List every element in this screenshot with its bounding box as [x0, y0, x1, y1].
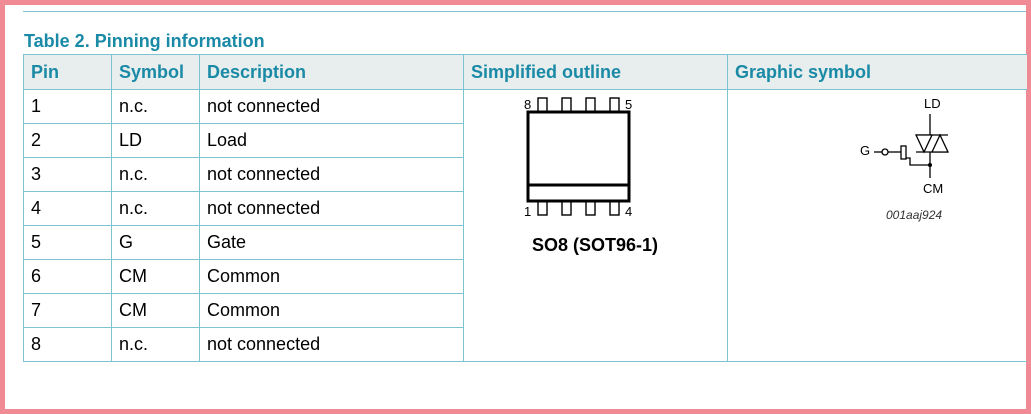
pinning-table: Pin Symbol Description Simplified outlin…: [23, 54, 1027, 362]
pin-cell: 4: [23, 191, 112, 226]
description-cell: not connected: [199, 191, 464, 226]
symbol-cell: n.c.: [111, 191, 200, 226]
description-cell: Common: [199, 259, 464, 294]
table-caption: Table 2. Pinning information: [24, 31, 265, 51]
symbol-cell: n.c.: [111, 327, 200, 362]
pin-label-5: 5: [625, 97, 632, 112]
symbol-cell: n.c.: [111, 157, 200, 192]
header-outline: Simplified outline: [463, 54, 728, 90]
description-cell: Load: [199, 123, 464, 158]
header-graphic: Graphic symbol: [727, 54, 1027, 90]
header-symbol: Symbol: [111, 54, 200, 90]
description-cell: Common: [199, 293, 464, 328]
top-rule: [23, 11, 1026, 12]
header-description: Description: [199, 54, 464, 90]
pin-label-8: 8: [524, 97, 531, 112]
pin-cell: 6: [23, 259, 112, 294]
pin-cell: 1: [23, 89, 112, 124]
symbol-cell: G: [111, 225, 200, 260]
symbol-cell: CM: [111, 293, 200, 328]
pin-label-1: 1: [524, 204, 531, 219]
symbol-cell: LD: [111, 123, 200, 158]
label-g: G: [860, 143, 870, 158]
table-row: 8 n.c. not connected: [23, 327, 1027, 362]
symbol-cell: n.c.: [111, 89, 200, 124]
pin-cell: 7: [23, 293, 112, 328]
pin-cell: 3: [23, 157, 112, 192]
table-row: 3 n.c. not connected: [23, 157, 1027, 192]
label-ld: LD: [924, 96, 941, 111]
header-row: Pin Symbol Description Simplified outlin…: [23, 54, 1027, 90]
table-row: 4 n.c. not connected: [23, 191, 1027, 226]
pin-cell: 8: [23, 327, 112, 362]
table-row: 6 CM Common: [23, 259, 1027, 294]
symbol-cell: CM: [111, 259, 200, 294]
outline-cell: 8 5 1 4 SO8 (SOT96-1): [463, 89, 728, 362]
package-name: SO8 (SOT96-1): [531, 235, 659, 255]
so8-outline-drawing: 8 5 1 4: [524, 97, 632, 219]
graphic-symbol-cell: LD G CM: [727, 89, 1027, 362]
pin-cell: 2: [23, 123, 112, 158]
pin-label-4: 4: [625, 204, 632, 219]
page: Table 2. Pinning information Pin Symbol …: [5, 5, 1027, 409]
figure-code: 001aaj924: [886, 208, 943, 222]
description-cell: not connected: [199, 157, 464, 192]
description-cell: Gate: [199, 225, 464, 260]
description-cell: not connected: [199, 327, 464, 362]
pin-cell: 5: [23, 225, 112, 260]
table-row: 1 n.c. not connected: [23, 89, 1027, 362]
triac-symbol-drawing: LD G CM: [860, 96, 950, 196]
header-pin: Pin: [23, 54, 112, 90]
table-row: 5 G Gate: [23, 225, 1027, 260]
description-cell: not connected: [199, 89, 464, 124]
label-cm: CM: [923, 181, 943, 196]
table-row: 7 CM Common: [23, 293, 1027, 328]
